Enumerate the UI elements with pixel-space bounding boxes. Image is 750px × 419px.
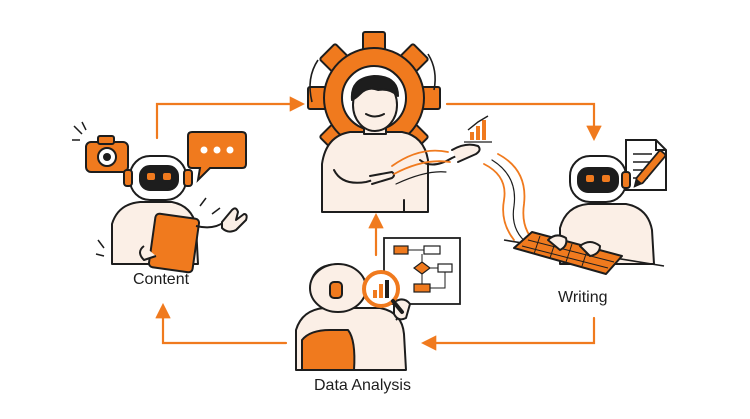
center-person xyxy=(321,75,481,213)
pen-icon xyxy=(633,149,667,188)
label-writing: Writing xyxy=(558,289,608,306)
document-icon xyxy=(625,139,667,191)
keyboard-icon xyxy=(513,231,623,275)
label-content: Content xyxy=(133,271,190,288)
content-robot xyxy=(95,155,248,274)
magnifier-icon xyxy=(362,270,404,314)
cycle-arrows xyxy=(155,96,602,351)
tablet-icon xyxy=(147,212,201,274)
writing-robot xyxy=(503,155,665,275)
camera-icon xyxy=(72,121,129,173)
arrow-content-to-center xyxy=(155,96,306,140)
bar-chart-icon xyxy=(464,115,492,143)
speech-bubble-icon xyxy=(187,131,247,183)
label-data-analysis: Data Analysis xyxy=(314,377,411,394)
arrow-writing-to-analysis xyxy=(420,316,596,351)
arrow-analysis-to-content xyxy=(155,302,288,345)
arrow-center-to-writing xyxy=(445,102,602,142)
